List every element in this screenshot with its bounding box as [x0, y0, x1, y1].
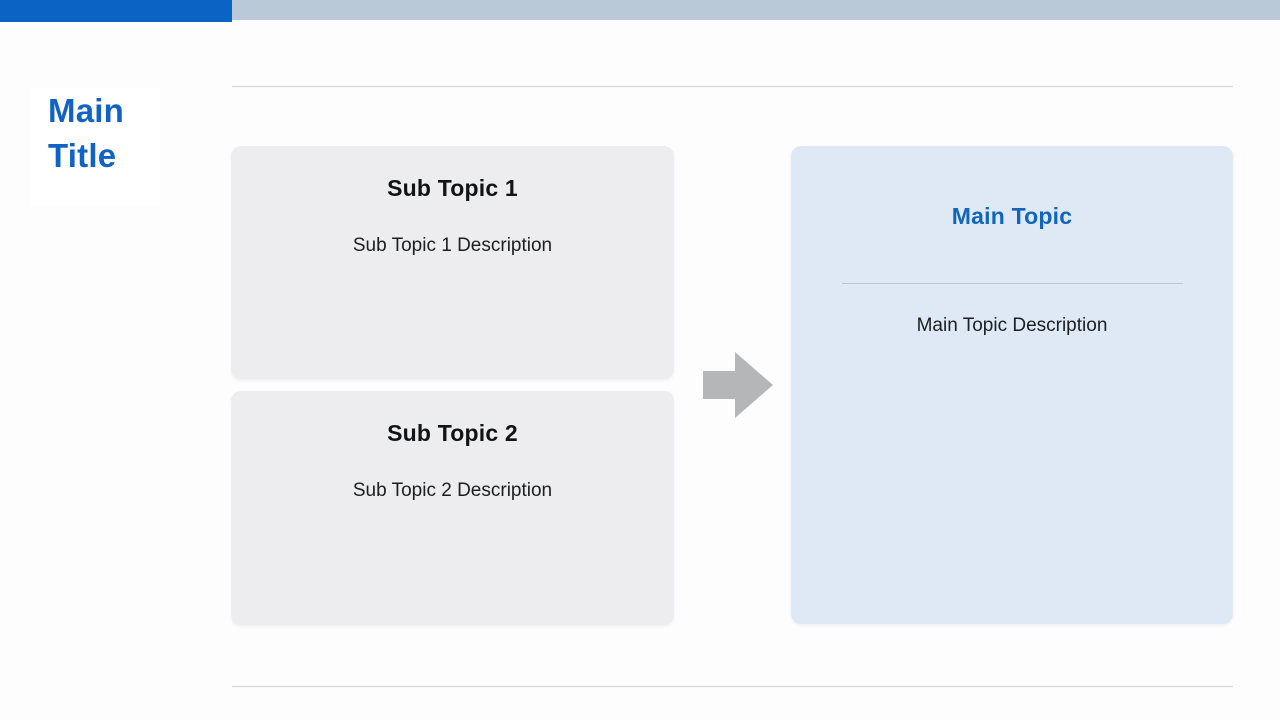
sub-topic-1-description: Sub Topic 1 Description: [352, 235, 553, 256]
main-topic-title: Main Topic: [951, 203, 1073, 229]
sub-topic-2-title: Sub Topic 2: [387, 420, 518, 446]
topbar-muted-segment: [232, 0, 1280, 20]
main-topic-card: Main Topic Main Topic Description: [791, 146, 1233, 624]
main-topic-divider-line: [842, 283, 1183, 284]
sub-topic-1-card: Sub Topic 1 Sub Topic 1 Description: [231, 146, 674, 379]
main-topic-description: Main Topic Description: [916, 315, 1108, 336]
sub-topic-2-card: Sub Topic 2 Sub Topic 2 Description: [231, 391, 674, 625]
title-placeholder-background: [30, 88, 160, 206]
sub-topic-2-description: Sub Topic 2 Description: [352, 480, 553, 501]
right-arrow-icon: [703, 352, 773, 418]
sub-topic-1-title: Sub Topic 1: [387, 175, 518, 201]
bottom-divider-line: [232, 686, 1233, 687]
slide-title: Main Title: [48, 92, 124, 174]
top-divider-line: [232, 86, 1233, 87]
topbar-accent-segment: [0, 0, 232, 22]
